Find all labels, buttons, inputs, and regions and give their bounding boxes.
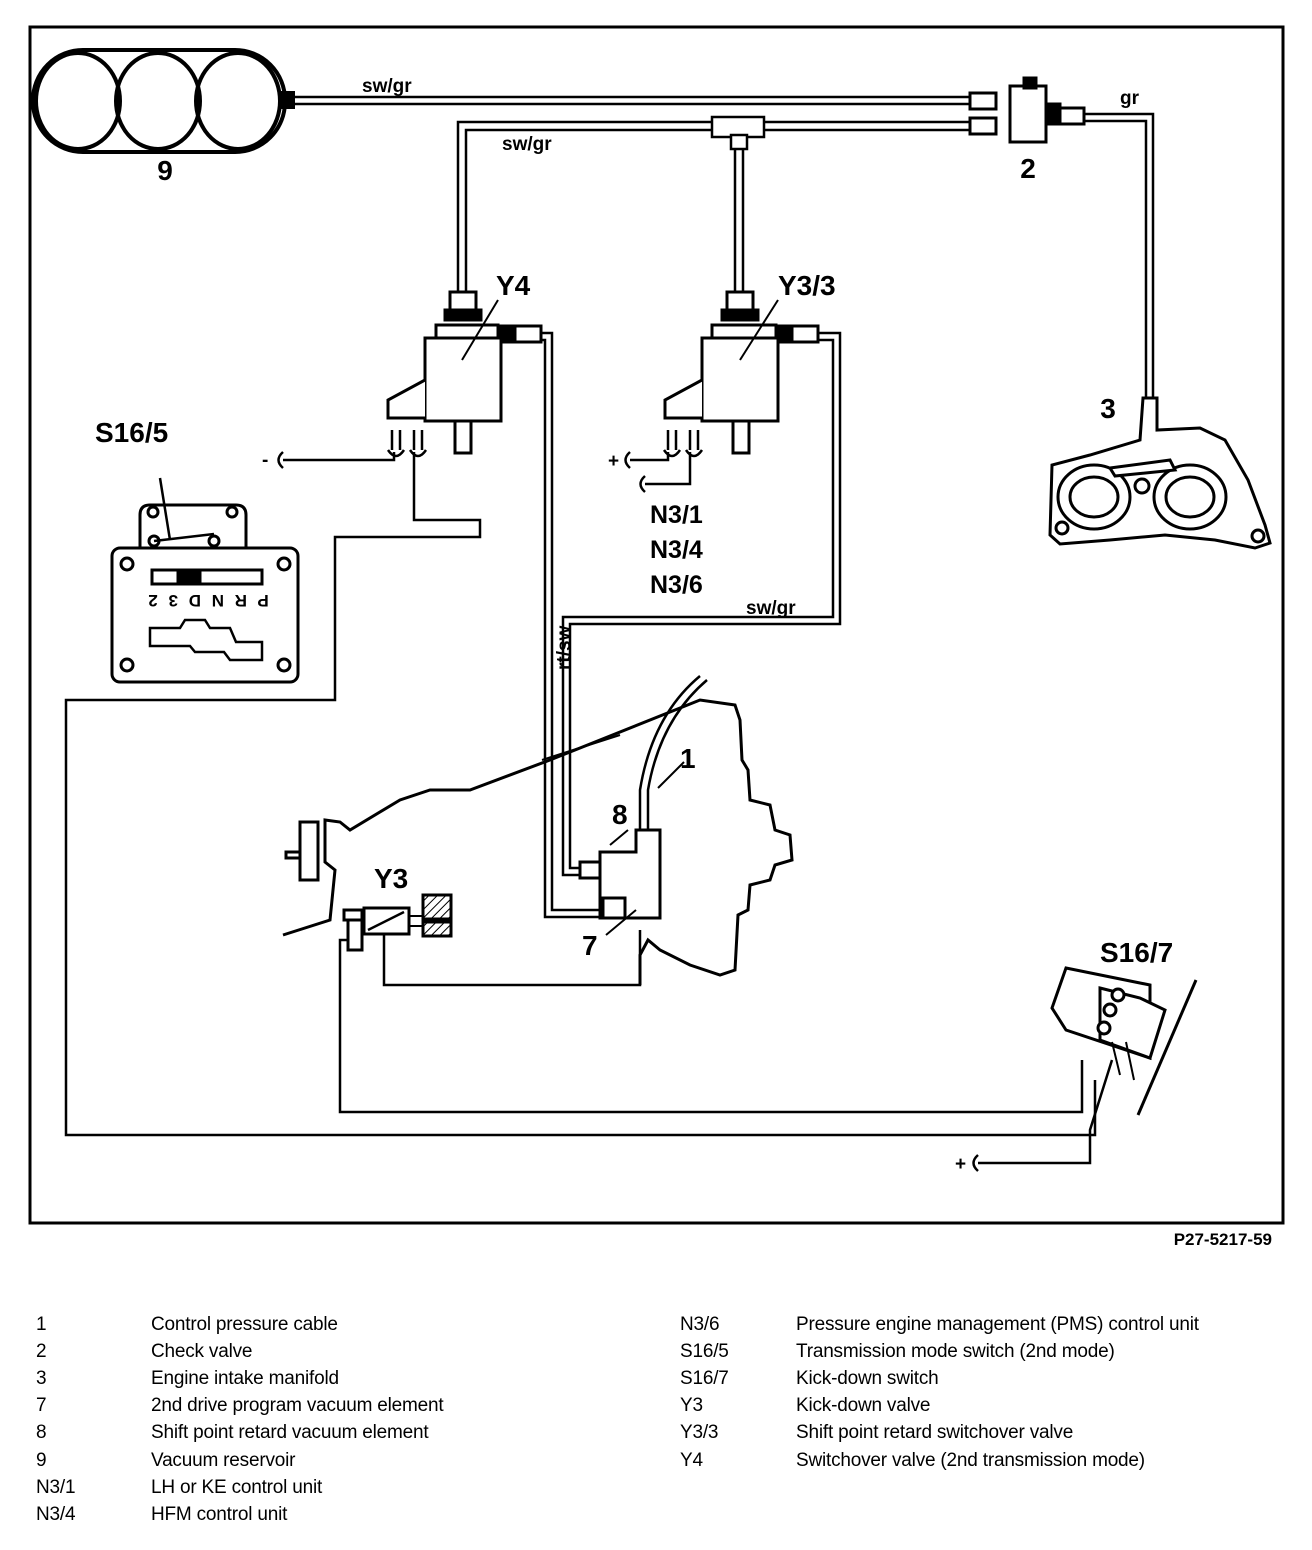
legend-text: Shift point retard switchover valve bbox=[796, 1422, 1074, 1443]
legend-code: 3 bbox=[36, 1368, 47, 1389]
label-n3-1: N3/1 bbox=[650, 501, 703, 529]
terminal-hooks bbox=[277, 451, 979, 1172]
kick-down-valve bbox=[342, 893, 453, 952]
tee-fitting bbox=[710, 115, 766, 151]
legend-text: HFM control unit bbox=[151, 1504, 288, 1525]
legend-text: Vacuum reservoir bbox=[151, 1450, 296, 1471]
check-valve bbox=[968, 76, 1086, 144]
legend-code: N3/6 bbox=[680, 1314, 720, 1335]
legend-code: Y3 bbox=[680, 1395, 703, 1416]
label-y4: Y4 bbox=[496, 270, 531, 301]
label-element-7: 7 bbox=[582, 930, 598, 961]
reference-code: P27-5217-59 bbox=[1174, 1230, 1272, 1249]
transmission-housing bbox=[282, 698, 794, 985]
label-n3-6: N3/6 bbox=[650, 571, 703, 599]
legend-code: 9 bbox=[36, 1450, 47, 1471]
wire-label-gr: gr bbox=[1120, 88, 1140, 109]
legend-text: Shift point retard vacuum element bbox=[151, 1422, 429, 1443]
vacuum-reservoir bbox=[31, 48, 295, 154]
legend-code: Y4 bbox=[680, 1450, 703, 1471]
legend-code: 1 bbox=[36, 1314, 47, 1335]
electrical-leads bbox=[64, 452, 1114, 1165]
label-element-8: 8 bbox=[612, 799, 628, 830]
label-cable: 1 bbox=[680, 743, 696, 774]
switchover-valve-y3-3 bbox=[662, 290, 820, 458]
legend: 1 Control pressure cable 2 Check valve 3… bbox=[36, 1312, 1286, 1542]
label-n3-4: N3/4 bbox=[650, 536, 703, 564]
legend-text: Kick-down switch bbox=[796, 1368, 939, 1389]
vacuum-elements bbox=[578, 828, 662, 936]
legend-text: Kick-down valve bbox=[796, 1395, 931, 1416]
legend-text: LH or KE control unit bbox=[151, 1477, 323, 1498]
label-y3-3: Y3/3 bbox=[778, 270, 836, 301]
legend-text: Transmission mode switch (2nd mode) bbox=[796, 1341, 1115, 1362]
legend-text: Control pressure cable bbox=[151, 1314, 338, 1335]
vacuum-lines bbox=[293, 95, 1155, 919]
legend-code: S16/5 bbox=[680, 1341, 729, 1362]
selector-gates: P R N D 3 2 bbox=[145, 591, 268, 610]
legend-code: N3/1 bbox=[36, 1477, 76, 1498]
legend-text: Pressure engine management (PMS) control… bbox=[796, 1314, 1199, 1335]
diagram-frame bbox=[28, 25, 1285, 1225]
label-y3: Y3 bbox=[374, 863, 408, 894]
legend-text: Check valve bbox=[151, 1341, 253, 1362]
wire-label-mid: sw/gr bbox=[502, 134, 552, 155]
legend-code: N3/4 bbox=[36, 1504, 76, 1525]
label-reservoir: 9 bbox=[157, 155, 173, 186]
legend-code: Y3/3 bbox=[680, 1422, 719, 1443]
vacuum-system-diagram: P R N D 3 2 bbox=[28, 25, 1285, 1249]
legend-code: S16/7 bbox=[680, 1368, 729, 1389]
label-check-valve: 2 bbox=[1020, 153, 1036, 184]
legend-code: 8 bbox=[36, 1422, 47, 1443]
terminal-y3-3-pos: + bbox=[608, 451, 619, 472]
terminal-y4-neg: - bbox=[262, 450, 268, 471]
control-pressure-cable bbox=[638, 675, 708, 830]
wire-label-right: sw/gr bbox=[746, 598, 796, 619]
legend-text: Switchover valve (2nd transmission mode) bbox=[796, 1450, 1145, 1471]
legend-text: 2nd drive program vacuum element bbox=[151, 1395, 444, 1416]
kick-down-switch bbox=[1050, 966, 1198, 1116]
label-s16-7: S16/7 bbox=[1100, 937, 1173, 968]
transmission-mode-switch bbox=[110, 477, 300, 684]
wire-label-top: sw/gr bbox=[362, 76, 412, 97]
leader-lines bbox=[461, 299, 779, 361]
legend-code: 2 bbox=[36, 1341, 47, 1362]
legend-code: 7 bbox=[36, 1395, 47, 1416]
switchover-valve-y4 bbox=[386, 290, 543, 458]
wire-label-vertical: rt/sw bbox=[554, 625, 575, 670]
label-s16-5: S16/5 bbox=[95, 417, 168, 448]
terminal-kickdown-pos: + bbox=[955, 1154, 966, 1175]
label-manifold: 3 bbox=[1100, 393, 1116, 424]
engine-intake-manifold bbox=[1048, 396, 1272, 550]
legend-text: Engine intake manifold bbox=[151, 1368, 339, 1389]
